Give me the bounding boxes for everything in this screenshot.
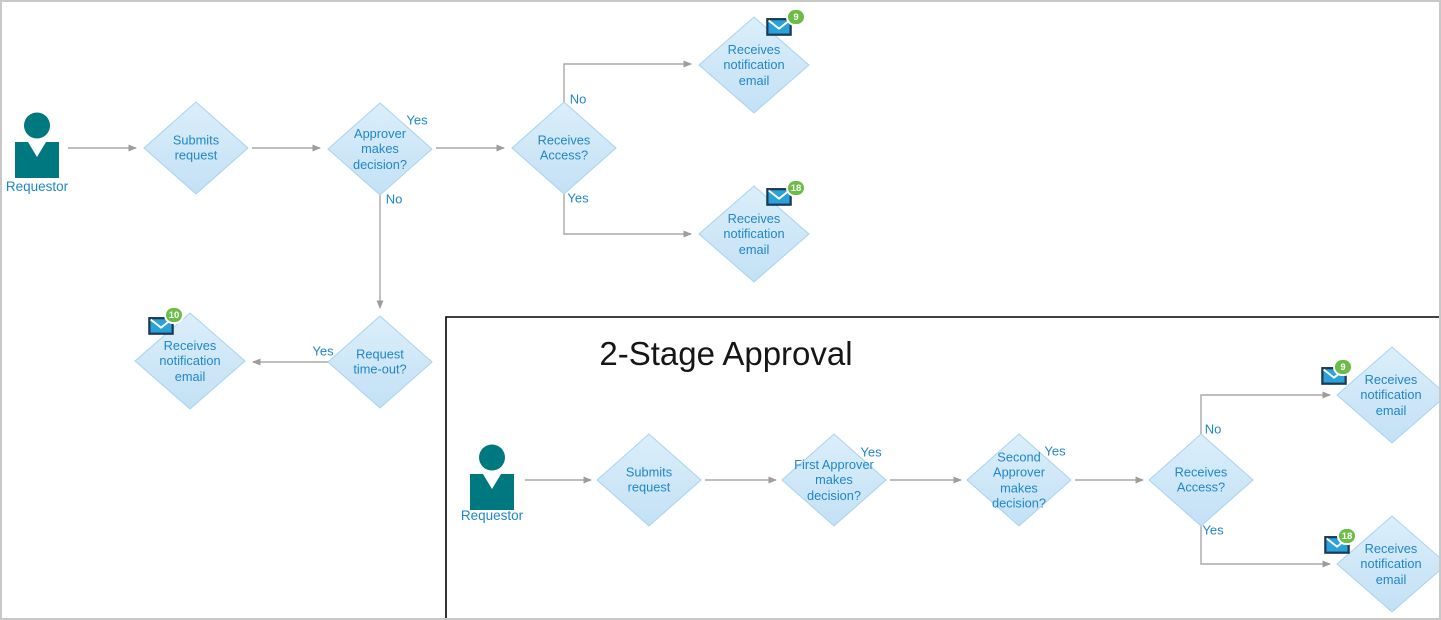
edge-label-second-approver-yes: Yes bbox=[1044, 443, 1066, 459]
diamond-second-approver-decision bbox=[966, 433, 1072, 527]
node-label-second-approver: Second Approver makes decision? bbox=[991, 449, 1047, 511]
diamond-notify-email-yes-1 bbox=[698, 185, 810, 283]
stage1-connectors bbox=[68, 60, 692, 366]
diamond-notify-email-timeout bbox=[134, 312, 246, 410]
diamond-approver-decision bbox=[327, 102, 433, 196]
notification-badge: 10 bbox=[164, 306, 184, 324]
edge-label-access-no: No bbox=[1204, 421, 1222, 437]
node-label-notify-email: Receives notification email bbox=[1360, 540, 1422, 587]
node-label-submits-request: Submits request bbox=[625, 464, 673, 495]
diamond-notify-email-no-1 bbox=[698, 16, 810, 114]
diamond-notify-email-yes-2 bbox=[1336, 515, 1439, 613]
person-icon bbox=[470, 444, 514, 510]
diamond-notify-email-no-2 bbox=[1336, 346, 1439, 444]
node-label-receives-access: Receives Access? bbox=[1174, 464, 1228, 495]
node-label-notify-email: Receives notification email bbox=[159, 337, 221, 384]
node-label-notify-email: Receives notification email bbox=[723, 41, 785, 88]
node-label-submits-request: Submits request bbox=[172, 132, 220, 163]
node-label-first-approver: First Approver makes decision? bbox=[794, 456, 874, 503]
edge-label-first-approver-yes: Yes bbox=[860, 444, 882, 460]
edge-label-access-no: No bbox=[569, 91, 587, 107]
diamond-submits-request-2 bbox=[596, 433, 702, 527]
diamond-receives-access-2 bbox=[1148, 433, 1254, 527]
diamond-request-timeout bbox=[327, 315, 433, 409]
two-stage-title: 2-Stage Approval bbox=[599, 335, 853, 372]
person-icon bbox=[15, 112, 59, 178]
diamond-receives-access-1 bbox=[511, 101, 617, 195]
edge-label-access-yes: Yes bbox=[567, 190, 589, 206]
diamond-first-approver-decision bbox=[781, 433, 887, 527]
notification-badge: 9 bbox=[786, 8, 806, 26]
node-label-approver-decision: Approver makes decision? bbox=[352, 125, 408, 172]
node-label-notify-email: Receives notification email bbox=[1360, 371, 1422, 418]
edge-label-access-yes: Yes bbox=[1202, 522, 1224, 538]
edge-label-approver-yes: Yes bbox=[406, 112, 428, 128]
requestor-label: Requestor bbox=[5, 178, 69, 194]
diamond-submits-request-1 bbox=[143, 101, 249, 195]
requestor-label: Requestor bbox=[460, 507, 524, 523]
node-label-request-timeout: Request time-out? bbox=[353, 346, 407, 377]
node-label-notify-email: Receives notification email bbox=[723, 210, 785, 257]
stage2-connectors bbox=[525, 391, 1331, 568]
notification-badge: 9 bbox=[1333, 358, 1353, 376]
notification-badge: 18 bbox=[1337, 527, 1357, 545]
two-stage-frame bbox=[445, 316, 1439, 618]
node-label-receives-access: Receives Access? bbox=[537, 132, 591, 163]
edge-label-timeout-yes: Yes bbox=[312, 343, 334, 359]
notification-badge: 18 bbox=[786, 179, 806, 197]
edge-label-approver-no: No bbox=[385, 191, 403, 207]
